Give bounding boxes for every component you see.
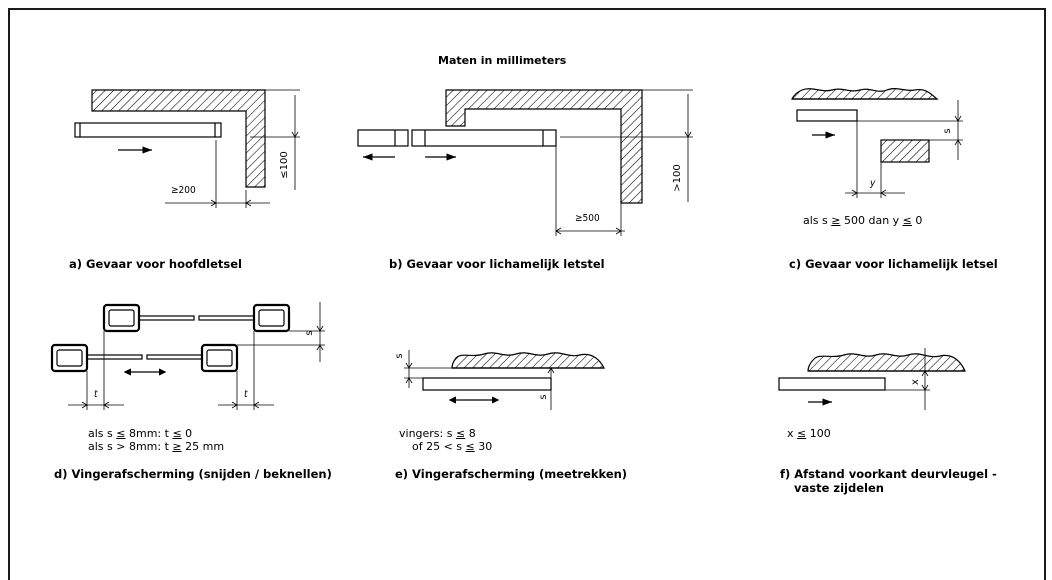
- panel-b-door-right: [411, 129, 557, 147]
- panel-d-note-1: als s ≤ 8mm: t ≤ 0: [88, 427, 193, 440]
- panel-b-drawing: [357, 89, 693, 236]
- panel-d-dim-s: s: [304, 330, 315, 335]
- panel-e-dim-s-right: s: [538, 394, 549, 399]
- panel-d-note-2: als s > 8mm: t ≥ 25 mm: [88, 440, 225, 453]
- panel-c-dim-s: s: [942, 128, 953, 133]
- panel-a-caption: a) Gevaar voor hoofdletsel: [69, 257, 242, 271]
- panel-d-drawing: [50, 302, 325, 410]
- panel-f-caption-line2: vaste zijdelen: [794, 481, 884, 495]
- panel-b-dim-horizontal: ≥500: [575, 213, 600, 224]
- panel-b-dim-vertical: >100: [672, 164, 683, 191]
- panel-c-dim-y: y: [870, 178, 876, 189]
- panel-c-note: als s ≥ 500 dan y ≤ 0: [803, 214, 923, 227]
- panel-a-wall: [91, 89, 266, 188]
- panel-f-door: [778, 377, 886, 391]
- panel-a-door: [74, 122, 222, 138]
- panel-a-dim-vertical: ≤100: [279, 151, 290, 178]
- panel-f-wall: [807, 353, 966, 372]
- panel-f-note: x ≤ 100: [787, 427, 831, 440]
- panel-e-note-1: vingers: s ≤ 8: [399, 427, 476, 440]
- panel-e-dim-s-top: s: [394, 353, 405, 358]
- panel-e-caption: e) Vingerafscherming (meetrekken): [395, 467, 628, 481]
- panel-d-caption: d) Vingerafscherming (snijden / beknelle…: [54, 467, 332, 481]
- panel-d-dim-t-left: t: [94, 389, 98, 400]
- panel-e-door: [422, 377, 552, 391]
- panel-f-drawing: [778, 348, 966, 410]
- panel-c-block: [880, 139, 930, 163]
- diagram-title: Maten in millimeters: [438, 54, 567, 67]
- panel-c-wall: [791, 87, 939, 100]
- panel-e-wall: [451, 352, 605, 369]
- panel-b-door-left: [357, 129, 409, 147]
- panel-e-drawing: [404, 350, 605, 410]
- panel-a-drawing: [74, 89, 300, 208]
- panel-b-wall: [445, 89, 643, 204]
- panel-f-caption-line1: f) Afstand voorkant deurvleugel -: [780, 467, 997, 481]
- panel-c-caption: c) Gevaar voor lichamelijk letsel: [789, 257, 998, 271]
- panel-a-dim-horizontal: ≥200: [171, 185, 196, 196]
- panel-b-caption: b) Gevaar voor lichamelijk letstel: [389, 257, 605, 271]
- panel-c-drawing: [791, 87, 963, 198]
- panel-e-note-2: of 25 < s ≤ 30: [412, 440, 493, 453]
- diagram-frame: [8, 8, 1046, 580]
- panel-c-door: [796, 109, 858, 122]
- panel-d-dim-t-right: t: [244, 389, 248, 400]
- panel-f-dim-x: x: [910, 379, 921, 385]
